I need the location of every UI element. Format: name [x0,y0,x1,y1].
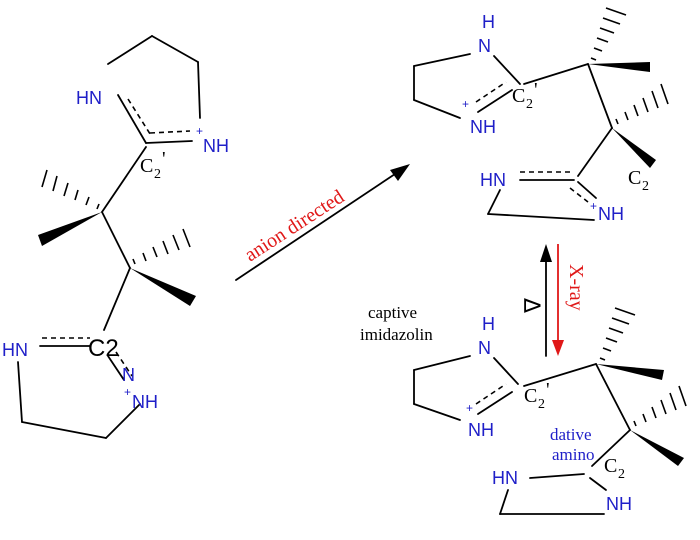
nh-atom-br: NH [468,420,494,440]
hashed-bond-tr-low [615,83,669,125]
xray-label: X-ray [565,264,587,311]
c2prime-tr-prime: ' [534,79,538,101]
n-atom-br: N [478,338,491,358]
hashed-bond-tr-up [590,7,627,61]
hashed-bond-ul [41,169,100,210]
nh-atom-top-right: NH [470,117,496,137]
captive-label: captive [368,303,417,322]
amino-label: amino [552,445,595,464]
nh-cation-tr-lower: NH [598,204,624,224]
c2prime-left-prime: ' [162,148,166,170]
h-atom-br: H [482,314,495,334]
plus-charge-br: + [466,401,473,415]
c2prime-left-sub: 2 [154,167,161,182]
c2prime-br-sub: 2 [538,397,545,412]
c2prime-br-prime: ' [546,379,550,401]
c2-tr-sub: 2 [642,179,649,194]
heat-symbol: Δ [518,298,543,313]
anion-directed-label: anion directed [241,186,348,266]
hn-atom-tr-lower: HN [480,170,506,190]
bottom-right-molecule: captive imidazolin H N + NH C 2 ' [360,303,687,515]
plus-charge-upper-left: + [196,124,203,138]
nh-cation-upper-left: NH [203,136,229,156]
plus-charge-lower-left: + [124,385,131,399]
top-right-molecule: H N + NH C 2 ' [413,7,669,224]
c2-tr-c: C [628,167,641,189]
nh-cation-lower-left: NH [132,392,158,412]
c2-br-sub: 2 [618,467,625,482]
c2-label-left: C2 [88,335,119,362]
h-atom-top: H [482,12,495,32]
hashed-bond-br-up [599,307,636,361]
plus-charge-top: + [462,97,469,111]
plus-charge-tr-lower: + [590,199,597,213]
c2prime-br-c: C [524,385,537,407]
hashed-bond-ll [132,228,191,265]
c2prime-tr-sub: 2 [526,97,533,112]
hn-atom-br-lower: HN [492,468,518,488]
c2prime-left-c: C [140,155,153,177]
left-molecule: HN NH + C 2 ' [2,35,229,439]
nh-atom-br-lower: NH [606,494,632,514]
n-atom-top: N [478,36,491,56]
hashed-bond-br-low [633,385,687,427]
hn-atom-upper-left: HN [76,88,102,108]
c2-br-c: C [604,455,617,477]
dative-label: dative [550,425,592,444]
xray-equilibrium-arrows: X-ray Δ [518,244,587,357]
imidazolin-label: imidazolin [360,325,433,344]
hn-atom-lower-left: HN [2,340,28,360]
anion-directed-arrow: anion directed [235,164,410,281]
c2prime-tr-c: C [512,85,525,107]
n-atom-lower-left: N [122,365,135,385]
